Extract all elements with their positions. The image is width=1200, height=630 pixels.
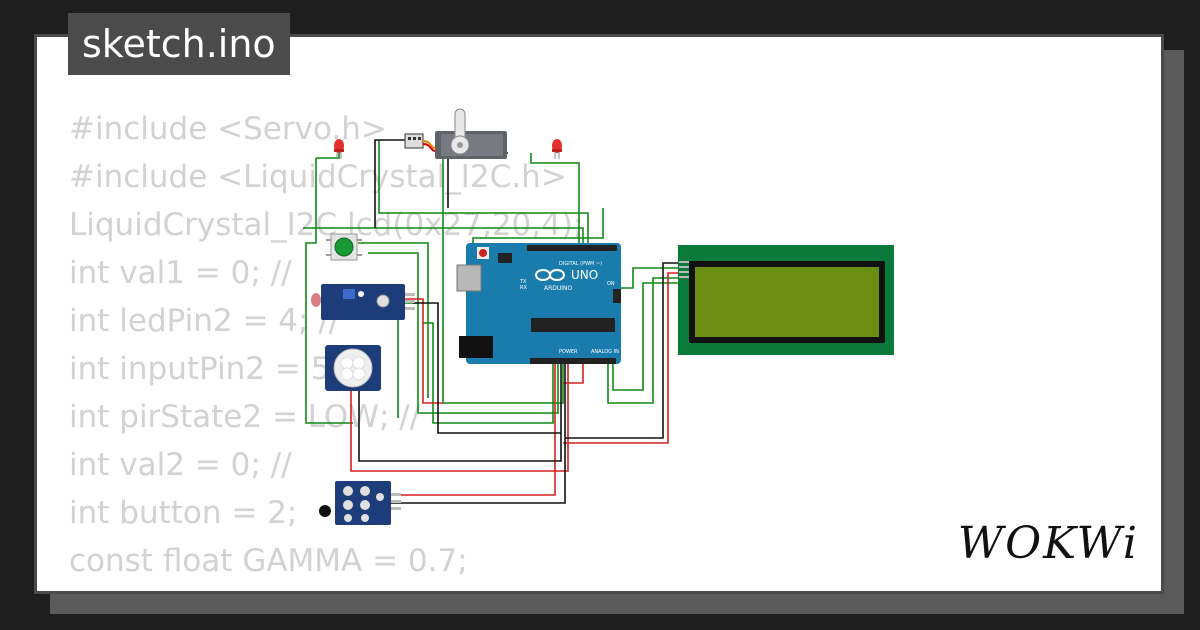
code-line: int ledPin2 = 4; //: [69, 303, 340, 339]
code-line: int val2 = 0; //: [69, 447, 292, 483]
code-line: int pirState2 = LOW; //: [69, 399, 421, 435]
wires: [303, 139, 679, 504]
servo-icon: [404, 108, 507, 159]
board-power-label: POWER: [559, 349, 578, 355]
pir-sensor-icon: [325, 345, 381, 391]
potentiometer-icon: [311, 284, 415, 320]
code-background: #include <Servo.h> #include <LiquidCrysta…: [69, 105, 583, 591]
board-digital-label: DIGITAL (PWM ~): [559, 261, 602, 267]
file-name-tab[interactable]: sketch.ino: [68, 13, 290, 75]
code-line: #include <Servo.h>: [69, 111, 387, 147]
board-analog-label: ANALOG IN: [591, 349, 619, 355]
pushbutton-icon: [326, 233, 362, 261]
board-rx-label: RX: [520, 285, 527, 291]
code-line: int button = 2;: [69, 495, 298, 531]
led-right: [552, 139, 562, 159]
board-brand-label: ARDUINO: [544, 285, 573, 292]
code-line: const float GAMMA = 0.7;: [69, 543, 468, 579]
joystick-icon: [319, 481, 401, 525]
wokwi-logo: WOKWi: [957, 518, 1139, 569]
arduino-uno-board: UNO ARDUINO DIGITAL (PWM ~) POWER ANALOG…: [456, 243, 621, 364]
board-tx-label: TX: [519, 279, 527, 285]
circuit-diagram: UNO ARDUINO DIGITAL (PWM ~) POWER ANALOG…: [303, 108, 894, 525]
board-model-label: UNO: [571, 268, 598, 282]
lcd-display: [678, 245, 894, 355]
code-line: #include <LiquidCrystal_I2C.h>: [69, 159, 567, 195]
code-line: int val1 = 0; //: [69, 255, 292, 291]
preview-card: #include <Servo.h> #include <LiquidCrysta…: [34, 34, 1164, 594]
board-on-label: ON: [607, 281, 615, 287]
led-left: [334, 139, 344, 159]
